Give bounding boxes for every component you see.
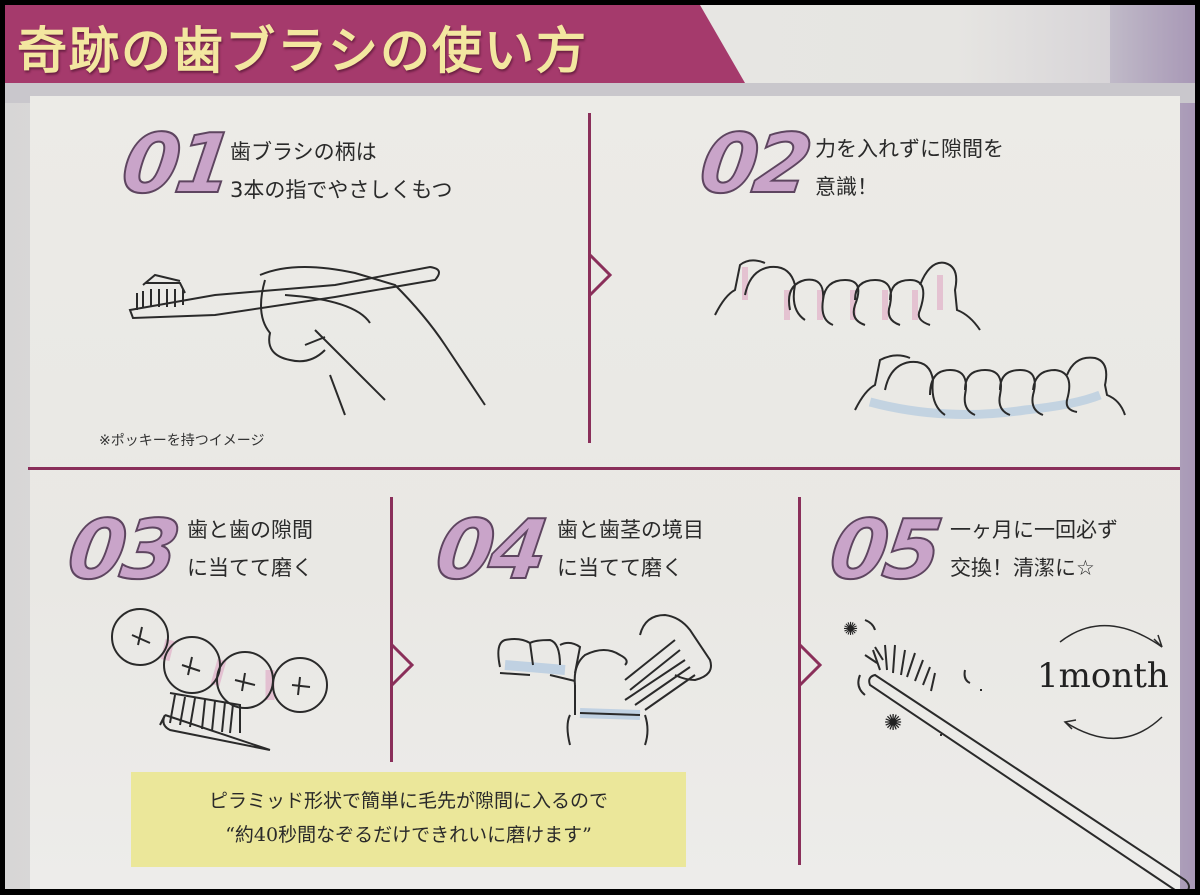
worn-toothbrush-illustration [857,619,1190,889]
teeth-gap-illustration [714,259,981,331]
divider-vertical-right [798,497,801,865]
divider-vertical-left [390,497,393,762]
step-05-text: 一ヶ月に一回必ず 交換！清潔に☆ [950,511,1118,587]
step-number-01: 01 [115,116,236,213]
callout-box: ピラミッド形状で簡単に毛先が隙間に入るので “約40秒間なぞるだけできれいに磨け… [131,772,686,867]
cycle-label: 1month [1037,656,1169,696]
step-04-line-1: 歯と歯茎の境目 [557,518,704,542]
step-01-text: 歯ブラシの柄は 3本の指でやさしくもつ [230,133,453,209]
divider-notch-top [588,253,613,297]
step-number-03: 03 [61,502,182,599]
step-04-line-2: に当てて磨く [557,556,683,580]
step-03-line-1: 歯と歯の隙間 [187,518,313,542]
step-05-line-2: 交換！清潔に☆ [950,556,1095,580]
toothbrush-hand-illustration [128,265,486,416]
step-01-line-1: 歯ブラシの柄は [230,140,377,164]
cycle-arrows-icon [1059,624,1163,740]
step-number-02: 02 [693,116,814,213]
step-04-text: 歯と歯茎の境目 に当てて磨く [557,511,704,587]
title-banner: 奇跡の歯ブラシの使い方 [5,5,745,83]
instruction-sheet [30,96,1180,889]
divider-horizontal [28,467,1180,470]
germ-icon: ✺ [843,619,859,640]
step-05-line-1: 一ヶ月に一回必ず [950,518,1118,542]
brush-gap-illustration [111,608,328,751]
step-03-text: 歯と歯の隙間 に当てて磨く [187,511,313,587]
leaflet-photo: 奇跡の歯ブラシの使い方 01 歯ブラシの柄は 3本の指でやさしくもつ ※ポッキー… [5,5,1195,889]
callout-line-1: ピラミッド形状で簡単に毛先が隙間に入るので [208,790,608,812]
callout-line-2: “約40秒間なぞるだけできれいに磨けます” [225,824,592,846]
germ-icon: ✺ [884,711,903,736]
step-01-line-2: 3本の指でやさしくもつ [230,178,453,202]
step-02-line-2: 意識！ [815,175,878,199]
step-02-text: 力を入れずに隙間を 意識！ [815,130,1004,206]
divider-notch-right [798,643,823,687]
divider-notch-left [390,643,415,687]
step-03-line-2: に当てて磨く [187,556,313,580]
step-number-04: 04 [429,502,550,599]
step-number-05: 05 [823,502,944,599]
step-02-line-1: 力を入れずに隙間を [815,137,1004,161]
page-title: 奇跡の歯ブラシの使い方 [17,22,588,80]
brush-gumline-illustration [497,613,712,746]
step-01-note: ※ポッキーを持つイメージ [99,433,265,449]
teeth-gumline-illustration [854,354,1126,419]
divider-vertical-top [588,113,591,443]
